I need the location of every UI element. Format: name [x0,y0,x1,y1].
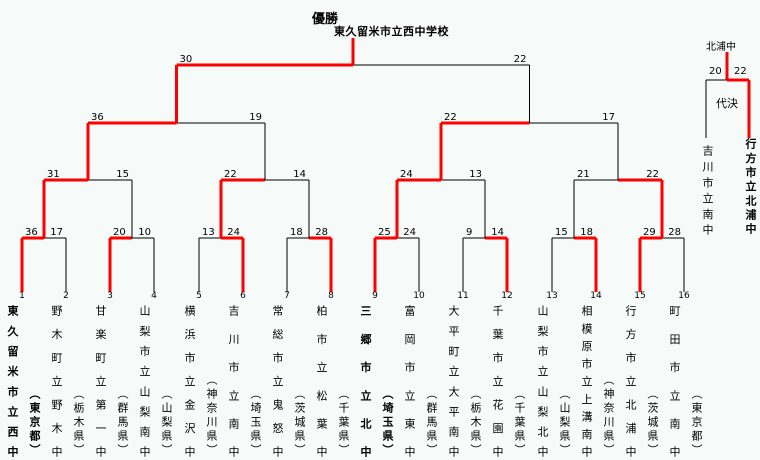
score-label: 13 [202,227,215,238]
team-name: 町田市立南中 [668,305,681,457]
team-name: 吉川市立南中 [227,305,240,457]
seed-number: 9 [372,291,378,301]
playoff-right-score: 22 [734,66,747,77]
team-name: 東久留米市立西中 [6,305,19,457]
playoff-right-team: 行方市立北浦中 [744,138,757,234]
score-label: 18 [580,227,593,238]
team-name: 横浜市立金沢中 [183,305,196,457]
team-name: 甘楽町立第一中 [94,305,107,457]
team-prefecture: （東京都） [28,388,41,458]
score-label: 17 [602,112,615,123]
seed-number: 4 [151,291,157,301]
seed-number: 1 [19,291,25,301]
team-name: 常総市立鬼怒中 [271,305,284,457]
champion-name: 東久留米市立西中学校 [334,25,449,38]
team-name: 相模原市立上溝南中 [580,305,593,457]
seed-number: 12 [501,291,513,301]
seed-number: 5 [196,291,202,301]
seed-number: 2 [63,291,69,301]
score-label: 13 [469,169,482,180]
score-label: 20 [113,227,126,238]
score-label: 22 [224,169,237,180]
score-label: 24 [403,227,416,238]
playoff-winner-label: 北浦中 [706,42,736,53]
team-prefecture: （栃木県） [72,388,85,458]
seed-number: 13 [546,291,558,301]
seed-number: 7 [284,291,290,301]
score-label: 30 [180,54,193,65]
team-prefecture: （埼玉県） [249,388,262,458]
score-label: 31 [47,169,60,180]
team-prefecture: （群馬県） [116,388,129,458]
team-prefecture: （千葉県） [337,388,350,458]
score-label: 24 [227,227,240,238]
team-prefecture: （山梨県） [160,388,173,458]
seed-number: 3 [107,291,113,301]
score-label: 29 [643,227,656,238]
team-prefecture: （埼玉県） [381,388,394,458]
score-label: 14 [293,169,306,180]
seed-number: 11 [457,291,469,301]
score-label: 36 [91,112,104,123]
score-label: 10 [138,227,151,238]
score-label: 36 [25,227,38,238]
score-label: 14 [491,227,504,238]
seed-number: 14 [590,291,602,301]
seed-number: 15 [634,291,646,301]
team-name: 行方市立北浦中 [624,305,637,457]
team-prefecture: （神奈川県） [205,374,218,458]
playoff-left-score: 20 [709,66,722,77]
score-label: 22 [444,112,457,123]
score-label: 28 [315,227,328,238]
score-label: 9 [466,227,472,238]
score-label: 21 [577,169,590,180]
team-name: 柏市立松葉中 [315,305,328,457]
team-prefecture: （栃木県） [469,388,482,458]
page-title: 優勝 [312,12,339,27]
team-name: 富岡市立東中 [403,305,416,457]
team-name: 野木町立野木中 [50,305,63,457]
score-label: 15 [116,169,129,180]
score-label: 24 [400,169,413,180]
team-prefecture: （山梨県） [558,388,571,458]
score-label: 22 [514,54,527,65]
team-name: 山梨市立山梨北中 [536,305,549,457]
team-prefecture: （千葉県） [513,388,526,458]
team-name: 大平町立大平南中 [447,305,460,457]
score-label: 22 [646,169,659,180]
team-prefecture: （茨城県） [293,388,306,458]
score-label: 17 [50,227,63,238]
playoff-label: 代決 [716,97,738,110]
team-prefecture: （神奈川県） [602,374,615,458]
score-label: 28 [668,227,681,238]
seed-number: 8 [328,291,334,301]
team-prefecture: （群馬県） [425,388,438,458]
team-name: 三郷市立北中 [359,305,372,457]
team-name: 千葉市立花園中 [491,305,504,457]
seed-number: 10 [413,291,425,301]
score-label: 19 [249,112,262,123]
playoff-left-team: 吉川市立南中 [701,145,714,235]
score-label: 15 [555,227,568,238]
seed-number: 6 [240,291,246,301]
score-label: 25 [378,227,391,238]
team-name: 山梨市立山梨南中 [138,305,151,457]
seed-number: 16 [678,291,690,301]
team-prefecture: （東京都） [690,388,703,458]
team-prefecture: （茨城県） [646,388,659,458]
score-label: 18 [290,227,303,238]
